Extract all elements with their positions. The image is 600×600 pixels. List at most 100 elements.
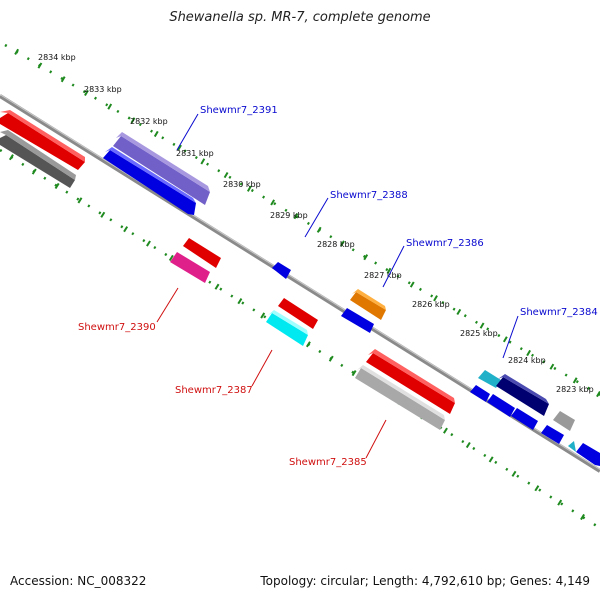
ruler-tick: [502, 336, 508, 343]
ruler-tick: [572, 377, 578, 384]
ruler-tick: [54, 182, 60, 190]
gene-blue-d[interactable]: [541, 425, 564, 444]
gene-red-2387[interactable]: [278, 298, 318, 329]
gene-blue-2391[interactable]: [103, 150, 196, 215]
gene-label-2386[interactable]: Shewmr7_2386: [406, 238, 484, 249]
tick-label: 2827 kbp: [364, 271, 402, 280]
gene-label-2390[interactable]: Shewmr7_2390: [78, 322, 156, 333]
tick-label: 2833 kbp: [84, 85, 122, 94]
gene-cyan-2387[interactable]: [266, 313, 308, 346]
ruler-tick: [123, 226, 129, 233]
gene-cyan-2384[interactable]: [478, 370, 501, 388]
ruler-tick: [60, 76, 66, 83]
gene-cyan-small[interactable]: [568, 441, 576, 452]
gene-blue-e[interactable]: [576, 443, 600, 466]
ruler-tick: [260, 312, 266, 319]
tick-label: 2825 kbp: [460, 329, 498, 338]
ruler-tick: [84, 89, 89, 97]
map-title: Shewanella sp. MR-7, complete genome: [169, 10, 431, 25]
tick-label: 2834 kbp: [38, 53, 76, 62]
ruler-tick: [443, 427, 448, 434]
ruler-tick: [363, 254, 369, 261]
ruler-tick: [557, 499, 563, 506]
ruler-tick: [270, 199, 276, 206]
ruler-tick: [246, 185, 252, 192]
tick-label: 2826 kbp: [412, 300, 450, 309]
ruler-tick: [465, 441, 471, 449]
ruler-tick: [8, 154, 14, 161]
tick-label: 2829 kbp: [270, 211, 308, 220]
gene-gray-2385-top: [357, 365, 445, 420]
ruler-tick: [549, 363, 555, 370]
ruler-tick: [223, 171, 229, 179]
ruler-tick: [328, 355, 334, 362]
ruler-tick: [200, 158, 206, 165]
genome-stats-text: Topology: circular; Length: 4,792,610 bp…: [260, 574, 590, 588]
gene-navy-2384-top: [498, 374, 549, 404]
ruler-tick: [488, 456, 494, 463]
gene-red-2390[interactable]: [183, 238, 221, 268]
tick-label: 2830 kbp: [223, 180, 261, 189]
gene-pink-2390[interactable]: [170, 252, 210, 283]
ruler-tick: [14, 48, 20, 55]
ruler-tick: [511, 470, 517, 477]
gene-blue-b[interactable]: [487, 394, 515, 417]
gene-gray-2384[interactable]: [553, 411, 575, 431]
gene-blue-c[interactable]: [511, 408, 538, 430]
ruler-tick: [214, 283, 220, 290]
inner-ruler: [0, 148, 600, 530]
ruler-tick: [433, 295, 438, 302]
gene-label-2387[interactable]: Shewmr7_2387: [175, 385, 253, 396]
gene-gray-left-top: [0, 130, 76, 180]
gene-cyan-2387-top: [268, 310, 308, 335]
tick-label: 2831 kbp: [176, 149, 214, 158]
ruler-tick: [237, 298, 243, 305]
ruler-tick: [596, 390, 600, 398]
gene-blue-2386[interactable]: [341, 308, 374, 333]
ruler-tick: [130, 117, 136, 124]
ruler-tick: [146, 240, 151, 247]
gene-label-2385[interactable]: Shewmr7_2385: [289, 457, 367, 468]
ruler-tick: [409, 281, 415, 288]
ruler-tick: [456, 308, 462, 316]
ruler-tick: [351, 370, 357, 377]
gene-blue-a[interactable]: [470, 385, 490, 402]
gene-blue-2388[interactable]: [272, 262, 291, 279]
tick-label: 2828 kbp: [317, 240, 355, 249]
accession-text: Accession: NC_008322: [10, 574, 147, 588]
gene-purple-2391-top: [116, 132, 210, 192]
ruler-tick: [316, 226, 322, 233]
outer-ruler-ticks: [14, 48, 600, 398]
ruler-tick: [31, 168, 37, 175]
ruler-tick: [479, 322, 485, 329]
gene-red-left[interactable]: [0, 113, 85, 170]
ruler-tick: [100, 211, 106, 218]
ruler-tick: [340, 240, 345, 247]
ruler-tick: [386, 267, 392, 274]
gene-gray-left[interactable]: [0, 135, 75, 188]
gene-label-2388[interactable]: Shewmr7_2388: [330, 190, 408, 201]
gene-purple-2391[interactable]: [113, 136, 210, 205]
ruler-tick: [580, 513, 585, 521]
ruler-tick: [168, 254, 174, 262]
label-leaders: [156, 113, 519, 459]
ruler-tick: [293, 213, 299, 220]
gene-red-2385-top: [368, 349, 455, 403]
tick-label: 2832 kbp: [130, 117, 168, 126]
ruler-tick: [177, 144, 182, 151]
ruler-tick: [107, 103, 113, 110]
tick-label: 2824 kbp: [508, 356, 546, 365]
gene-orange-2386-top: [352, 289, 386, 310]
gene-red-2385[interactable]: [366, 353, 455, 414]
ruler-tick: [534, 485, 540, 492]
ruler-tick: [153, 130, 159, 138]
tick-label: 2823 kbp: [556, 385, 594, 394]
gene-orange-2386[interactable]: [350, 292, 386, 320]
gene-label-2391[interactable]: Shewmr7_2391: [200, 105, 278, 116]
gene-gray-2385[interactable]: [355, 368, 445, 430]
gene-navy-2384[interactable]: [496, 377, 549, 416]
ruler-tick: [526, 349, 532, 357]
ruler-tick: [305, 341, 311, 348]
gene-label-2384[interactable]: Shewmr7_2384: [520, 307, 598, 318]
